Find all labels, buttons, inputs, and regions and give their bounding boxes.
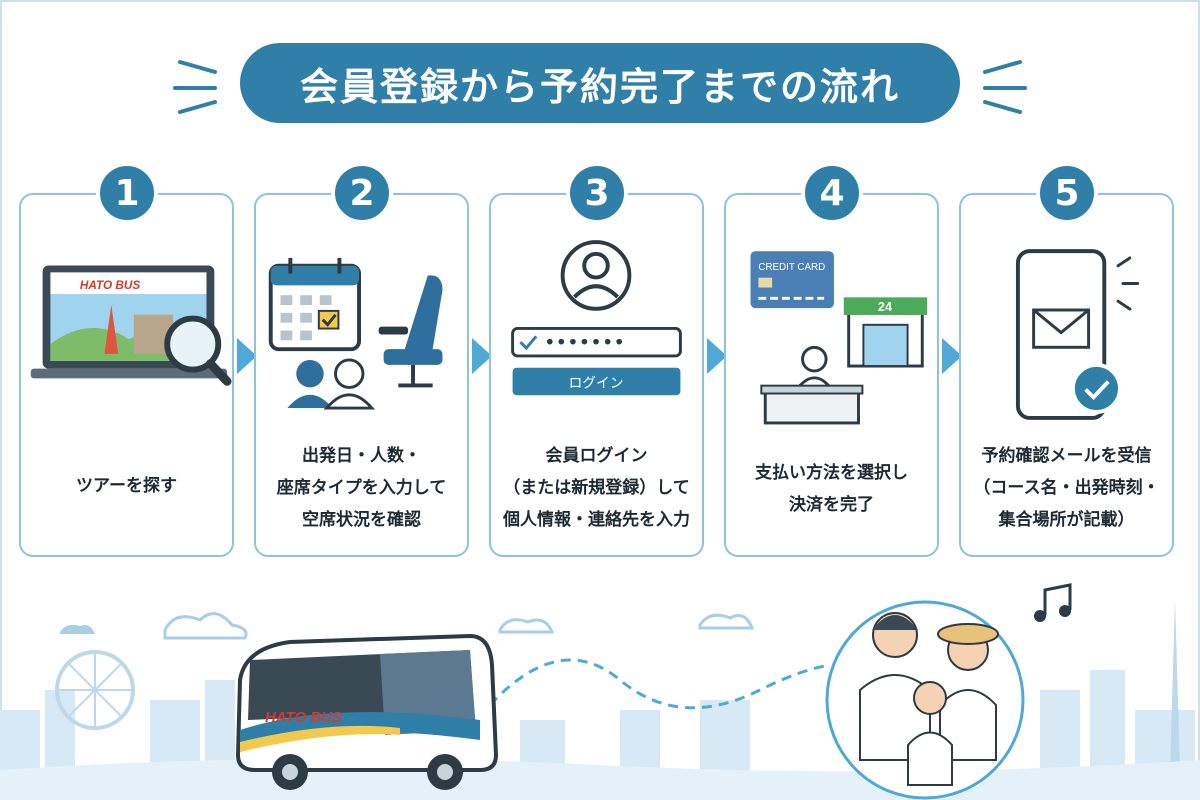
calendar-seat-icon [268,257,443,410]
arrow-2-3 [472,338,492,374]
store-sign: 24 [878,299,893,314]
step-number-5: 5 [1036,162,1098,224]
step-text-4: 支払い方法を選択し 決済を完了 [755,463,908,515]
laptop-search-icon: HATO BUS [30,265,232,386]
title-left-dashes [173,60,217,114]
step-card-5: 予約確認メールを受信 （コース名・出発時刻・ 集合場所が記載） [959,193,1174,557]
page-title: 会員登録から予約完了までの流れ [240,43,960,123]
login-icon: ••••••• ログイン [511,240,682,396]
bus-brand: HATO BUS [265,709,342,726]
arrow-4-5 [942,338,962,374]
step-card-3: ••••••• ログイン 会員ログイン （または新規登録）して 個人情報・連絡先… [489,193,704,557]
step-text-2: 出発日・人数・ 座席タイプを入力して 空席状況を確認 [276,446,447,530]
step-number-4: 4 [801,162,863,224]
login-button-label: ログイン [569,375,624,391]
payment-icon: CREDIT CARD 24 [750,251,928,425]
arrow-1-2 [237,338,257,374]
step-card-2: 出発日・人数・ 座席タイプを入力して 空席状況を確認 [254,193,469,557]
password-mask: ••••••• [544,331,625,354]
laptop-brand: HATO BUS [80,279,141,292]
bus-illustration: HATO BUS [235,633,499,790]
phone-mail-icon [1015,249,1140,420]
step-number-3: 3 [566,162,628,224]
step-card-1: HATO BUS ツアーを探す [19,193,234,557]
city-scene-illustration: HATO BUS [0,583,1200,800]
title-right-dashes [983,60,1027,114]
step-number-1: 1 [96,162,158,224]
step-text-5: 予約確認メールを受信 （コース名・出発時刻・ 集合場所が記載） [973,446,1160,530]
step-text-1: ツアーを探す [76,476,177,496]
card-label: CREDIT CARD [758,262,825,273]
step-text-3: 会員ログイン （または新規登録）して 個人情報・連絡先を入力 [503,446,690,530]
family-illustration [825,600,1025,800]
step-number-2: 2 [331,162,393,224]
step-card-4: CREDIT CARD 24 支払い方法を選択し 決済を完了 [724,193,939,557]
arrow-3-4 [707,338,727,374]
